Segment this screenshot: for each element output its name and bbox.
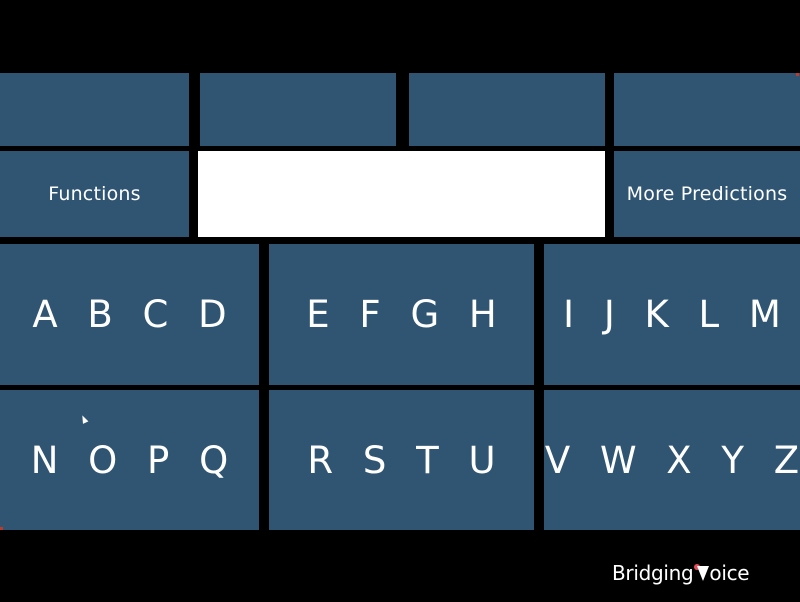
- key-rstu[interactable]: R S T U: [269, 390, 534, 530]
- bridgingvoice-logo: Bridging oice: [612, 558, 750, 588]
- key-abcd[interactable]: A B C D: [0, 244, 259, 385]
- key-vwxyz-label: V W X Y Z: [544, 438, 800, 482]
- key-ijklm[interactable]: I J K L M: [544, 244, 800, 385]
- edge-mark: [796, 73, 799, 76]
- edge-mark: [0, 527, 3, 530]
- key-ijklm-label: I J K L M: [563, 293, 790, 336]
- functions-label: Functions: [48, 183, 141, 205]
- key-efgh-label: E F G H: [306, 293, 506, 336]
- key-vwxyz[interactable]: V W X Y Z: [544, 390, 800, 530]
- prediction-slot-1[interactable]: [0, 73, 189, 146]
- key-nopq-label: N O P Q: [30, 438, 238, 482]
- logo-text-bridging: Bridging: [612, 561, 694, 585]
- more-predictions-label: More Predictions: [626, 183, 788, 205]
- key-rstu-label: R S T U: [307, 438, 505, 482]
- message-text-box[interactable]: [198, 151, 605, 237]
- key-efgh[interactable]: E F G H: [269, 244, 534, 385]
- prediction-slot-3[interactable]: [409, 73, 605, 146]
- key-abcd-label: A B C D: [32, 293, 236, 336]
- key-nopq[interactable]: N O P Q: [0, 390, 259, 530]
- more-predictions-button[interactable]: More Predictions: [614, 151, 800, 237]
- logo-v-icon: [697, 565, 710, 581]
- prediction-slot-2[interactable]: [200, 73, 396, 146]
- logo-text-oice: oice: [709, 561, 750, 585]
- functions-button[interactable]: Functions: [0, 151, 189, 237]
- prediction-slot-4[interactable]: [614, 73, 800, 146]
